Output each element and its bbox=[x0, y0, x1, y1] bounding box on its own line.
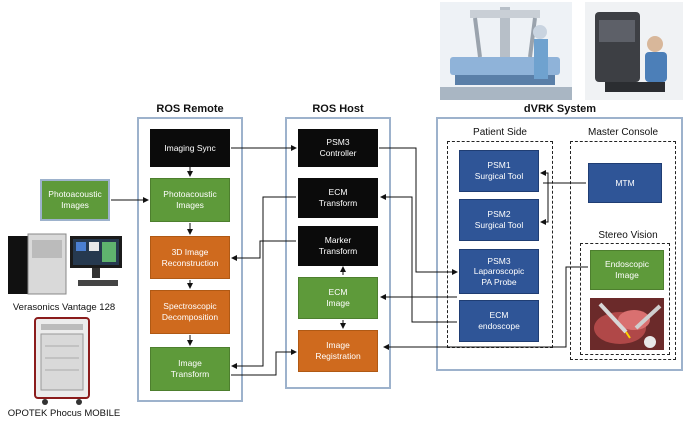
psm3-controller-node: PSM3 Controller bbox=[298, 129, 378, 167]
ros-remote-title: ROS Remote bbox=[156, 103, 224, 115]
spectroscopic-decomposition-node: Spectroscopic Decomposition bbox=[150, 290, 230, 334]
opotek-device-image bbox=[33, 316, 91, 406]
wire-marker-to-recon bbox=[231, 240, 296, 261]
endoscopic-image-node: Endoscopic Image bbox=[590, 250, 664, 290]
opotek-label: OPOTEK Phocus MOBILE bbox=[7, 408, 121, 419]
master-console-title: Master Console bbox=[587, 127, 659, 138]
endoscope-view-image bbox=[590, 298, 664, 350]
image-registration-node: Image Registration bbox=[298, 330, 378, 372]
dvrk-system-title: dVRK System bbox=[523, 103, 597, 115]
mtm-node: MTM bbox=[588, 163, 662, 203]
ros-host-title: ROS Host bbox=[312, 103, 364, 115]
image-transform-node: Image Transform bbox=[150, 347, 230, 391]
dvrk-patient-cart-image bbox=[440, 2, 572, 100]
psm3-probe-node: PSM3 Laparoscopic PA Probe bbox=[459, 249, 539, 294]
psm2-node: PSM2 Surgical Tool bbox=[459, 199, 539, 241]
ecm-image-node: ECM Image bbox=[298, 277, 378, 319]
photoacoustic-images-node: Photoacoustic Images bbox=[150, 178, 230, 222]
stereo-vision-group bbox=[580, 243, 670, 355]
wire-imgtf-to-reg bbox=[231, 349, 297, 376]
wire-psm3ctrl-to-probe bbox=[379, 147, 458, 275]
patient-side-title: Patient Side bbox=[473, 127, 527, 138]
ecm-transform-node: ECM Transform bbox=[298, 178, 378, 218]
wire-mtm-to-psm2 bbox=[540, 183, 549, 225]
wire-endoscope-to-ecmtf bbox=[380, 194, 457, 323]
ros-remote-panel bbox=[137, 117, 243, 402]
image-reconstruction-node: 3D Image Reconstruction bbox=[150, 236, 230, 279]
verasonics-device-image bbox=[6, 230, 124, 298]
dvrk-master-console-image bbox=[585, 2, 683, 100]
dvrk-system-panel bbox=[436, 117, 683, 371]
wire-ecmtf-to-imgtf bbox=[231, 196, 296, 369]
ros-host-panel bbox=[285, 117, 391, 389]
master-console-group bbox=[570, 141, 676, 360]
verasonics-label: Verasonics Vantage 128 bbox=[12, 302, 116, 313]
wire-endo-to-reg bbox=[383, 266, 588, 350]
stereo-vision-title: Stereo Vision bbox=[598, 230, 658, 241]
psm1-node: PSM1 Surgical Tool bbox=[459, 150, 539, 192]
photoacoustic-input-node: Photoacoustic Images bbox=[40, 179, 110, 221]
wire-mtm-to-psm1 bbox=[540, 170, 549, 183]
marker-transform-node: Marker Transform bbox=[298, 226, 378, 266]
imaging-sync-node: Imaging Sync bbox=[150, 129, 230, 167]
ecm-endoscope-node: ECM endoscope bbox=[459, 300, 539, 342]
